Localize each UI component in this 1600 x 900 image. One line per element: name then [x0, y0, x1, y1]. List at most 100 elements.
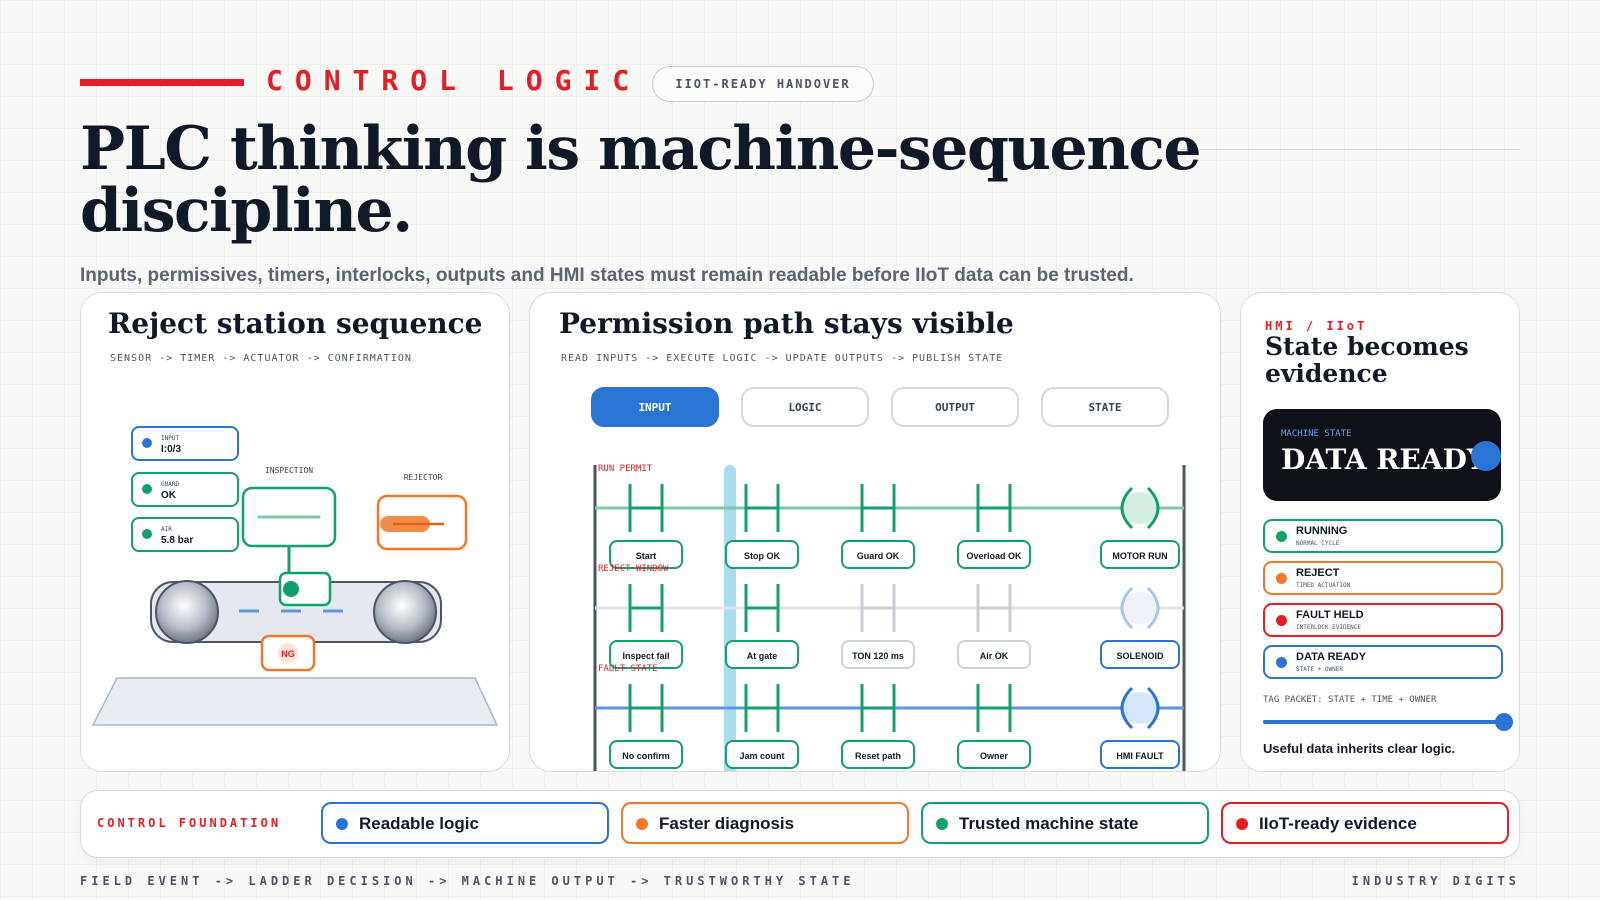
chip-label: Faster diagnosis	[659, 814, 795, 833]
state-sub: NORMAL CYCLE	[1296, 540, 1340, 547]
state-name: FAULT HELD	[1296, 609, 1364, 621]
reject-station-diagram: INPUT I:0/3 GUARD OK AIR 5.8 bar INSPECT…	[91, 426, 499, 726]
reject-station-card: Reject station sequence SENSOR -> TIMER …	[80, 292, 510, 772]
page-title: PLC thinking is machine-sequence discipl…	[80, 114, 1202, 246]
chip-faster-diagnosis[interactable]: Faster diagnosis	[621, 802, 909, 844]
reject-card-title: Reject station sequence	[108, 307, 483, 340]
ng-label: NG	[281, 649, 295, 659]
ladder-contact[interactable]: Start	[609, 484, 683, 569]
contact-label: Jam count	[739, 751, 784, 761]
contact-label: Stop OK	[744, 551, 780, 561]
rung-label: RUN PERMIT	[598, 464, 653, 474]
rung-label: REJECT WINDOW	[598, 564, 669, 574]
state-card-title: State becomes evidence	[1265, 332, 1469, 388]
ladder-contact[interactable]: Air OK	[957, 584, 1031, 669]
state-running[interactable]: RUNNING NORMAL CYCLE	[1263, 519, 1503, 553]
ladder-contact[interactable]: Reset path	[841, 684, 915, 769]
chip-dot	[336, 818, 348, 830]
svg-text:AIR: AIR	[161, 526, 172, 533]
chip-label: IIoT-ready evidence	[1259, 814, 1417, 833]
state-fault-held[interactable]: FAULT HELD INTERLOCK EVIDENCE	[1263, 603, 1503, 637]
tab-logic[interactable]: LOGIC	[741, 387, 869, 427]
rejector-label: REJECTOR	[404, 473, 443, 482]
foundation-label: CONTROL FOUNDATION	[97, 816, 282, 830]
ladder-coil[interactable]: HMI FAULT	[1100, 686, 1180, 769]
machine-state-value: DATA READY	[1281, 443, 1487, 476]
conveyor	[150, 580, 442, 644]
machine-platform	[91, 677, 499, 726]
status-dot	[1276, 573, 1287, 584]
status-dot	[1276, 615, 1287, 626]
tag-packet-track	[1263, 720, 1503, 724]
svg-text:I:0/3: I:0/3	[161, 444, 181, 455]
ladder-coil[interactable]: SOLENOID	[1100, 586, 1180, 669]
signal-air: AIR 5.8 bar	[131, 517, 239, 552]
state-data-ready[interactable]: DATA READY STATE + OWNER	[1263, 645, 1503, 679]
contact-label: At gate	[747, 651, 778, 661]
coil-label: HMI FAULT	[1116, 751, 1164, 761]
ladder-coil[interactable]: MOTOR RUN	[1100, 486, 1180, 569]
ladder-contact[interactable]: Owner	[957, 684, 1031, 769]
machine-state-panel: MACHINE STATE DATA READY	[1263, 409, 1501, 501]
svg-text:OK: OK	[161, 490, 177, 501]
contact-label: Air OK	[980, 651, 1009, 661]
tag-packet-slider-handle[interactable]	[1495, 713, 1513, 731]
state-name: REJECT	[1296, 567, 1340, 579]
svg-text:INPUT: INPUT	[161, 435, 179, 442]
handover-badge: IIOT-READY HANDOVER	[652, 66, 874, 102]
state-sub: TIMED ACTUATION	[1296, 582, 1351, 589]
ladder-contact[interactable]: Overload OK	[957, 484, 1031, 569]
coil-label: MOTOR RUN	[1112, 551, 1167, 561]
state-evidence-card: HMI / IIoT State becomes evidence MACHIN…	[1240, 292, 1520, 772]
chip-trusted-machine-state[interactable]: Trusted machine state	[921, 802, 1209, 844]
permission-card-flow: READ INPUTS -> EXECUTE LOGIC -> UPDATE O…	[561, 353, 1004, 364]
scan-cursor	[724, 465, 736, 771]
ladder-contact[interactable]: TON 120 ms	[841, 584, 915, 669]
permission-card-title: Permission path stays visible	[559, 307, 1014, 340]
ladder-diagram: RUN PERMIT Start Stop OK Guard OK Overload O…	[593, 464, 1186, 771]
contact-label: Owner	[980, 751, 1009, 761]
eyebrow-accent-bar	[80, 79, 244, 86]
chip-label: Trusted machine state	[959, 814, 1139, 833]
rung-label: FAULT STATE	[598, 664, 658, 674]
svg-text:5.8 bar: 5.8 bar	[161, 535, 193, 546]
ladder-contact[interactable]: At gate	[725, 584, 799, 669]
state-card-footer: Useful data inherits clear logic.	[1263, 741, 1456, 756]
product-part	[278, 571, 332, 607]
machine-state-label: MACHINE STATE	[1281, 429, 1352, 439]
state-sub: INTERLOCK EVIDENCE	[1296, 624, 1362, 631]
tab-state[interactable]: STATE	[1041, 387, 1169, 427]
state-reject[interactable]: REJECT TIMED ACTUATION	[1263, 561, 1503, 595]
ladder-rung: RUN PERMIT Start Stop OK Guard OK Overload O…	[595, 464, 1184, 569]
tag-packet-label: TAG PACKET: STATE + TIME + OWNER	[1263, 695, 1437, 705]
ladder-contact[interactable]: Stop OK	[725, 484, 799, 569]
tab-output[interactable]: OUTPUT	[891, 387, 1019, 427]
permission-path-card: Permission path stays visible READ INPUT…	[529, 292, 1221, 772]
ladder-contact[interactable]: Guard OK	[841, 484, 915, 569]
contact-label: No confirm	[622, 751, 670, 761]
contact-label: Start	[636, 551, 657, 561]
signal-input: INPUT I:0/3	[131, 426, 239, 461]
ladder-contact[interactable]: No confirm	[609, 684, 683, 769]
coil-label: SOLENOID	[1116, 651, 1164, 661]
state-name: RUNNING	[1296, 525, 1348, 537]
page-subtitle: Inputs, permissives, timers, interlocks,…	[80, 265, 1134, 286]
rejector-actuator	[376, 494, 468, 551]
machine-state-indicator	[1471, 441, 1501, 471]
contact-label: Guard OK	[857, 551, 900, 561]
tab-input[interactable]: INPUT	[591, 387, 719, 427]
chip-readable-logic[interactable]: Readable logic	[321, 802, 609, 844]
chip-dot	[1236, 818, 1248, 830]
footer-brand: INDUSTRY DIGITS	[1351, 874, 1520, 888]
footer-flow: FIELD EVENT -> LADDER DECISION -> MACHIN…	[80, 874, 855, 888]
ladder-contact[interactable]: Jam count	[725, 684, 799, 769]
eyebrow-label: CONTROL LOGIC	[266, 64, 642, 97]
title-divider	[1180, 149, 1520, 150]
status-dot	[1276, 531, 1287, 542]
control-foundation-bar: CONTROL FOUNDATION Readable logic Faster…	[80, 790, 1520, 858]
chip-iiot-ready-evidence[interactable]: IIoT-ready evidence	[1221, 802, 1509, 844]
state-card-kicker: HMI / IIoT	[1265, 319, 1368, 333]
contact-label: Inspect fail	[622, 651, 669, 661]
inspection-label: INSPECTION	[265, 466, 313, 475]
ladder-contact[interactable]: Inspect fail	[609, 584, 683, 669]
